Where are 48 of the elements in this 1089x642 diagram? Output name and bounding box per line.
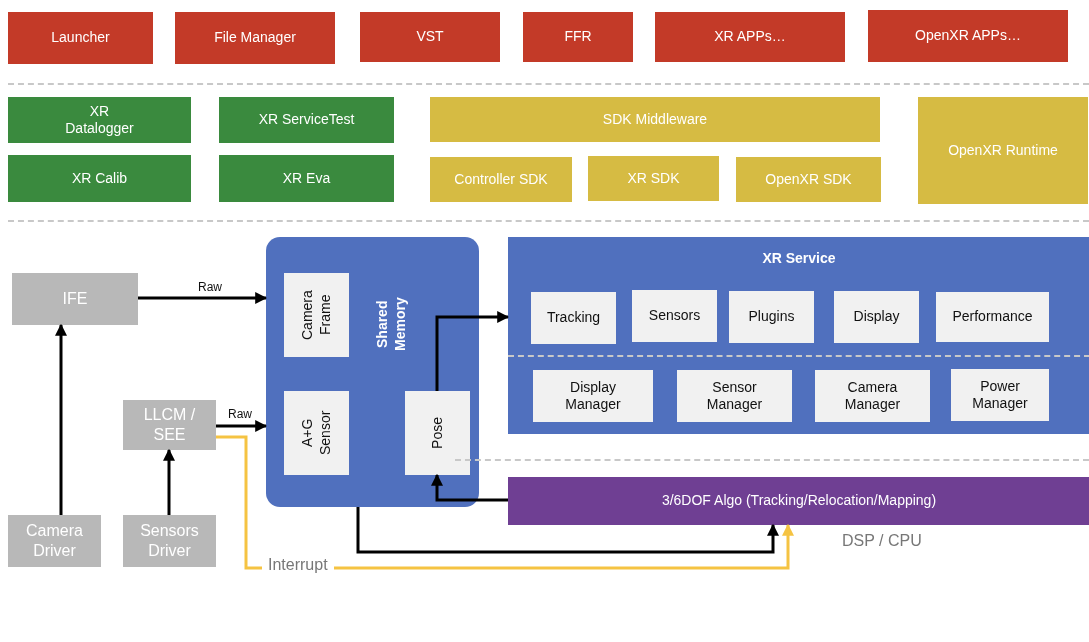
driver-box: IFE bbox=[12, 273, 138, 325]
app-box: Launcher bbox=[8, 12, 153, 64]
layer-label: DSP / CPU bbox=[842, 532, 922, 550]
app-box: VST bbox=[360, 12, 500, 62]
tool-box: XR Datalogger bbox=[8, 97, 191, 143]
tool-box: XR ServiceTest bbox=[219, 97, 394, 143]
memory-block bbox=[266, 237, 479, 507]
buffer-box: A+G Sensor bbox=[284, 391, 349, 475]
arrow bbox=[435, 311, 510, 391]
module-box: Camera Manager bbox=[815, 370, 930, 422]
app-box: File Manager bbox=[175, 12, 335, 64]
runtime-box: OpenXR Runtime bbox=[918, 97, 1088, 204]
module-box: Sensors bbox=[632, 290, 717, 342]
arrow bbox=[138, 292, 268, 304]
module-box: Power Manager bbox=[951, 369, 1049, 421]
module-box: Plugins bbox=[729, 291, 814, 343]
driver-box: LLCM / SEE bbox=[123, 400, 216, 450]
module-box: Performance bbox=[936, 292, 1049, 342]
arrow bbox=[163, 448, 175, 515]
edge-label: Raw bbox=[196, 280, 224, 294]
arrow bbox=[356, 507, 779, 554]
arrow bbox=[431, 473, 508, 502]
tool-box: XR Calib bbox=[8, 155, 191, 202]
driver-box: Sensors Driver bbox=[123, 515, 216, 567]
arrow bbox=[55, 323, 67, 515]
sdk-box: Controller SDK bbox=[430, 157, 572, 202]
edge-label: Interrupt bbox=[262, 556, 334, 574]
app-box: FFR bbox=[523, 12, 633, 62]
buffer-box: Pose bbox=[405, 391, 470, 475]
module-box: Sensor Manager bbox=[677, 370, 792, 422]
arrow bbox=[216, 435, 794, 570]
sdk-box: OpenXR SDK bbox=[736, 157, 881, 202]
group-title: Shared Memory bbox=[374, 296, 409, 353]
sdk-box: XR SDK bbox=[588, 156, 719, 201]
arrow bbox=[216, 420, 268, 432]
algo-bar: 3/6DOF Algo (Tracking/Relocation/Mapping) bbox=[508, 477, 1089, 525]
module-box: Tracking bbox=[531, 292, 616, 344]
buffer-box: Camera Frame bbox=[284, 273, 349, 357]
group-title: XR Service bbox=[761, 250, 837, 268]
app-box: OpenXR APPs… bbox=[868, 10, 1068, 62]
module-box: Display bbox=[834, 291, 919, 343]
driver-box: Camera Driver bbox=[8, 515, 101, 567]
app-box: XR APPs… bbox=[655, 12, 845, 62]
service-panel bbox=[508, 237, 1089, 434]
module-box: Display Manager bbox=[533, 370, 653, 422]
sdk-box: SDK Middleware bbox=[430, 97, 880, 142]
edge-label: Raw bbox=[226, 407, 254, 421]
tool-box: XR Eva bbox=[219, 155, 394, 202]
